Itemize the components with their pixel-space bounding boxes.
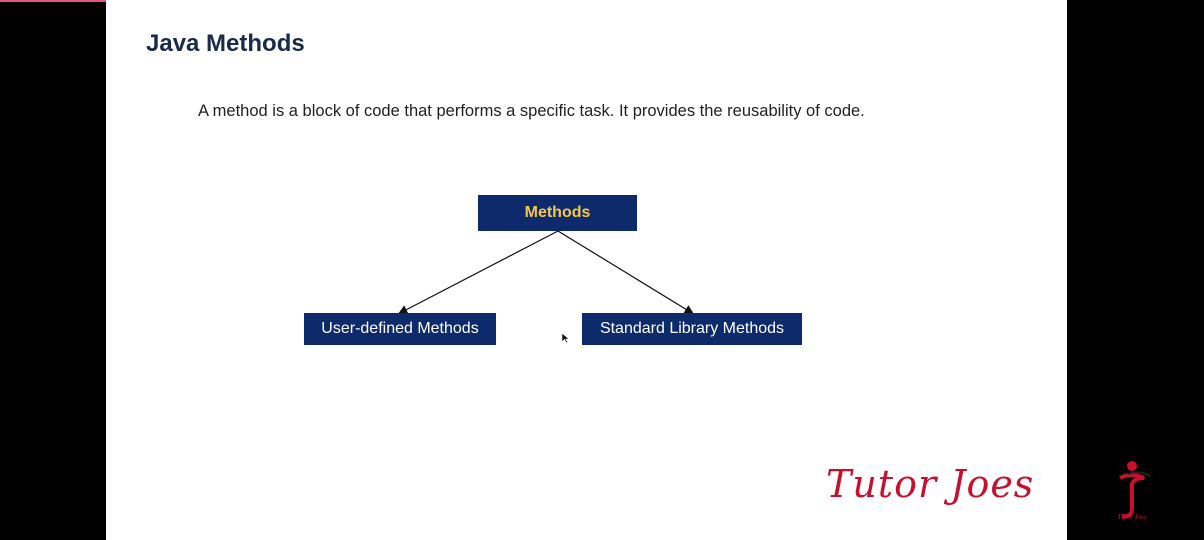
- tutor-joes-logo-icon: [1119, 461, 1151, 519]
- logo-caption: Tutor Joes: [1117, 513, 1147, 521]
- node-user-defined-methods: User-defined Methods: [304, 313, 496, 345]
- mouse-cursor-icon: [561, 332, 570, 344]
- slide: Java Methods A method is a block of code…: [106, 0, 1067, 540]
- connector-left: [397, 230, 559, 315]
- node-standard-library-methods: Standard Library Methods: [582, 313, 802, 345]
- brand-wordmark: Tutor Joes: [826, 462, 1035, 506]
- slide-description: A method is a block of code that perform…: [198, 102, 865, 120]
- diagram-connectors: [397, 230, 695, 315]
- slide-title: Java Methods: [146, 30, 305, 57]
- node-methods: Methods: [478, 195, 637, 231]
- connector-right: [557, 230, 695, 315]
